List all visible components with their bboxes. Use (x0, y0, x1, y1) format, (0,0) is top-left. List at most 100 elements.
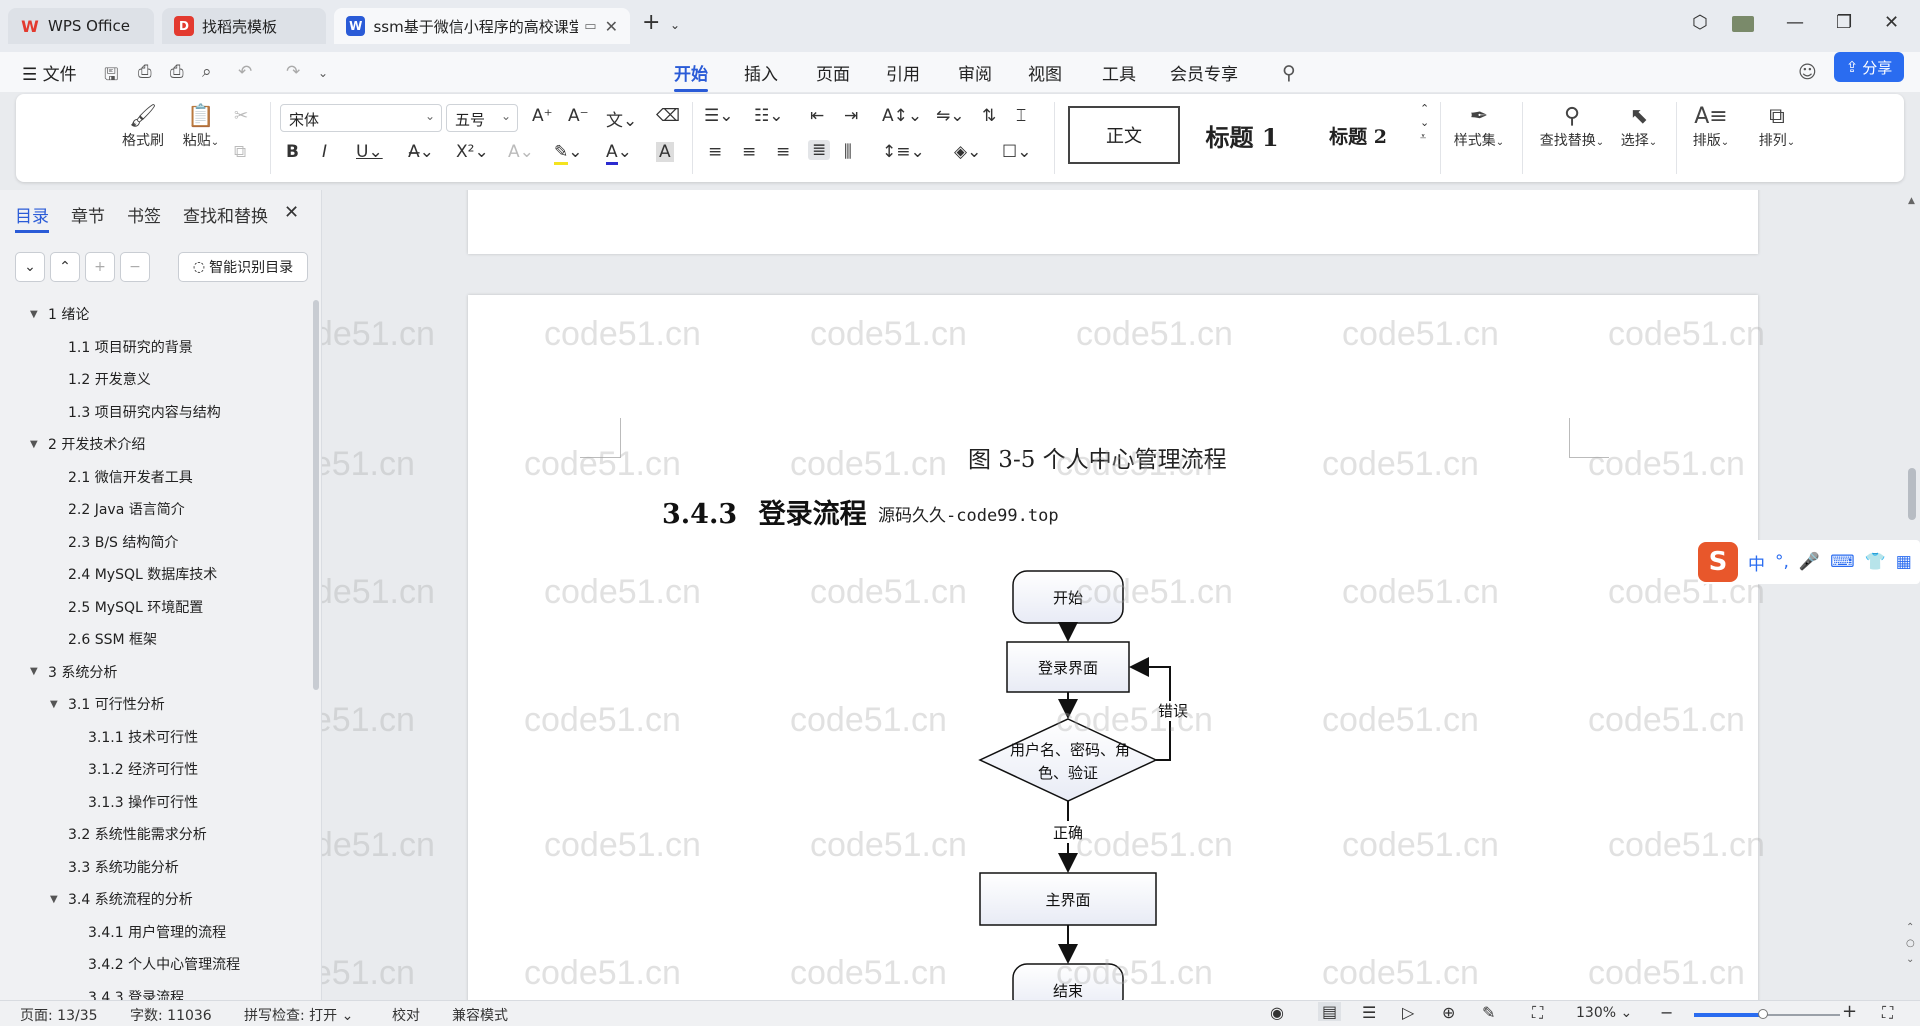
arrange-button[interactable]: ⧉ 排列⌄ (1752, 104, 1802, 150)
toc-item[interactable]: 2.5 MySQL 环境配置 (0, 591, 310, 624)
ime-toolbar[interactable]: S 中 °, 🎤 ⌨ 👕 ▦ (1698, 540, 1920, 584)
toc-item[interactable]: 1.2 开发意义 (0, 363, 310, 396)
line-spacing-icon[interactable]: ↕≡⌄ (882, 142, 925, 162)
pen-icon[interactable]: ✎ (1482, 1003, 1496, 1022)
tab-bookmarks[interactable]: 书签 (127, 207, 161, 227)
strikethrough-icon[interactable]: A̶⌄ (408, 142, 434, 162)
restore-icon[interactable]: ❐ (1836, 12, 1853, 33)
font-name-select[interactable]: 宋体⌄ (280, 104, 442, 132)
cut-icon[interactable]: ✂ (234, 106, 249, 126)
decrease-indent-icon[interactable]: ⇤ (810, 106, 825, 126)
tab-list-chevron-icon[interactable]: ⌄ (670, 18, 681, 32)
expand-all-button[interactable]: ⌄ (15, 252, 45, 282)
undo-icon[interactable]: ↶ (238, 62, 253, 82)
text-effect-icon[interactable]: A⌄ (508, 142, 534, 162)
export-pdf-icon[interactable]: ⎙ (138, 62, 152, 82)
avatar[interactable] (1732, 16, 1754, 32)
file-menu[interactable]: ☰ 文件 (22, 65, 77, 85)
play-icon[interactable]: ▷ (1402, 1003, 1415, 1022)
menu-tab-references[interactable]: 引用 (886, 65, 920, 85)
menu-tab-home[interactable]: 开始 (674, 60, 708, 92)
tab-wps-office[interactable]: W WPS Office (8, 8, 154, 44)
toc-item[interactable]: 3.1.3 操作可行性 (0, 786, 310, 819)
menu-tab-view[interactable]: 视图 (1028, 65, 1062, 85)
superscript-icon[interactable]: X²⌄ (456, 142, 489, 162)
eye-icon[interactable]: ◉ (1270, 1003, 1284, 1022)
redo-icon[interactable]: ↷ (286, 62, 301, 82)
close-window-icon[interactable]: ✕ (1884, 12, 1900, 33)
distribute-icon[interactable]: ⫼ (844, 142, 852, 162)
cube-icon[interactable]: ⬡ (1692, 12, 1708, 33)
highlight-icon[interactable]: ✎⌄ (554, 142, 583, 165)
toc-item[interactable]: 3.2 系统性能需求分析 (0, 818, 310, 851)
word-count[interactable]: 字数: 11036 (130, 1008, 212, 1024)
page-view-icon[interactable]: ▤ (1318, 1002, 1342, 1021)
grow-font-icon[interactable]: A⁺ (532, 106, 553, 126)
add-entry-button[interactable]: + (85, 252, 115, 282)
vertical-scrollbar[interactable] (1904, 190, 1920, 1000)
remove-entry-button[interactable]: − (120, 252, 150, 282)
menu-tab-insert[interactable]: 插入 (744, 65, 778, 85)
fit-page-icon[interactable]: ⛶ (1532, 1003, 1544, 1022)
menu-tab-review[interactable]: 审阅 (958, 65, 992, 85)
search-icon[interactable]: ⚲ (1282, 62, 1296, 84)
zoom-level[interactable]: 130% ⌄ (1576, 1005, 1633, 1021)
align-center-icon[interactable]: ≡ (742, 142, 757, 162)
collapse-triangle-icon[interactable]: ▼ (50, 893, 58, 905)
collapse-triangle-icon[interactable]: ▼ (50, 698, 58, 710)
align-left-icon[interactable]: ≡ (708, 142, 723, 162)
toc-item[interactable]: 2.3 B/S 结构简介 (0, 526, 310, 559)
chat-icon[interactable]: ☺ (1798, 62, 1817, 83)
minimize-icon[interactable]: — (1786, 12, 1804, 33)
menu-tab-member[interactable]: 会员专享 (1170, 65, 1238, 85)
scroll-up-icon[interactable]: ▲ (1908, 196, 1915, 206)
font-size-select[interactable]: 五号⌄ (446, 104, 518, 132)
paste-button[interactable]: 📋 粘贴⌄ (176, 104, 226, 150)
select-button[interactable]: ⬉ 选择⌄ (1614, 104, 1664, 150)
toc-item[interactable]: 1.1 项目研究的背景 (0, 331, 310, 364)
toc-item[interactable]: 1.3 项目研究内容与结构 (0, 396, 310, 429)
bullet-list-icon[interactable]: ☰⌄ (704, 106, 734, 126)
zoom-out-icon[interactable]: − (1660, 1003, 1674, 1022)
show-marks-icon[interactable]: ⌶ (1016, 106, 1027, 126)
sort-icon[interactable]: ⇅ (982, 106, 997, 126)
toc-item[interactable]: 3.1.1 技术可行性 (0, 721, 310, 754)
copy-icon[interactable]: ⧉ (234, 142, 247, 162)
shrink-font-icon[interactable]: A⁻ (568, 106, 589, 126)
justify-icon[interactable]: ≣ (808, 140, 831, 160)
style-heading-2[interactable]: 标题 2 (1329, 125, 1387, 148)
outline-view-icon[interactable]: ☰ (1362, 1003, 1377, 1022)
line-break-icon[interactable]: ⇋⌄ (936, 106, 965, 126)
toc-item[interactable]: 3.3 系统功能分析 (0, 851, 310, 884)
toc-item[interactable]: 2.2 Java 语言简介 (0, 493, 310, 526)
phonetic-icon[interactable]: 文⌄ (606, 111, 638, 131)
collapse-triangle-icon[interactable]: ▼ (30, 438, 38, 450)
customize-chevron-icon[interactable]: ⌄ (318, 66, 329, 80)
sidebar-scrollbar[interactable] (313, 300, 319, 690)
page-indicator[interactable]: 页面: 13/35 (20, 1008, 98, 1024)
shading-icon[interactable]: ◈⌄ (954, 142, 982, 162)
align-right-icon[interactable]: ≡ (776, 142, 791, 162)
toc-item[interactable]: ▼1 绪论 (0, 298, 310, 331)
web-view-icon[interactable]: ⊕ (1442, 1003, 1456, 1022)
collapse-all-button[interactable]: ⌃ (50, 252, 80, 282)
toc-item[interactable]: ▼3.1 可行性分析 (0, 688, 310, 721)
zoom-in-icon[interactable]: + (1842, 1001, 1858, 1022)
proofread-button[interactable]: 校对 (392, 1008, 420, 1024)
tab-chapters[interactable]: 章节 (71, 207, 105, 227)
print-icon[interactable]: ⎙ (170, 62, 184, 82)
style-set-button[interactable]: ✒ 样式集⌄ (1448, 104, 1510, 150)
style-heading-1[interactable]: 标题 1 (1205, 122, 1279, 152)
toc-item[interactable]: 3.4.2 个人中心管理流程 (0, 948, 310, 981)
save-icon[interactable]: 🖫 (104, 65, 119, 85)
style-scroll-icon[interactable]: ⌃⌄⩡ (1420, 102, 1430, 143)
tab-find-replace[interactable]: 查找和替换 (183, 207, 268, 227)
scroll-thumb[interactable] (1908, 468, 1916, 520)
menu-tab-tools[interactable]: 工具 (1102, 65, 1136, 85)
underline-icon[interactable]: U⌄ (356, 142, 383, 162)
bold-icon[interactable]: B (286, 142, 299, 162)
toc-item[interactable]: 3.4.1 用户管理的流程 (0, 916, 310, 949)
new-tab-button[interactable]: + (642, 10, 661, 35)
font-color-icon[interactable]: A⌄ (606, 142, 632, 165)
char-shading-icon[interactable]: A (656, 142, 674, 162)
